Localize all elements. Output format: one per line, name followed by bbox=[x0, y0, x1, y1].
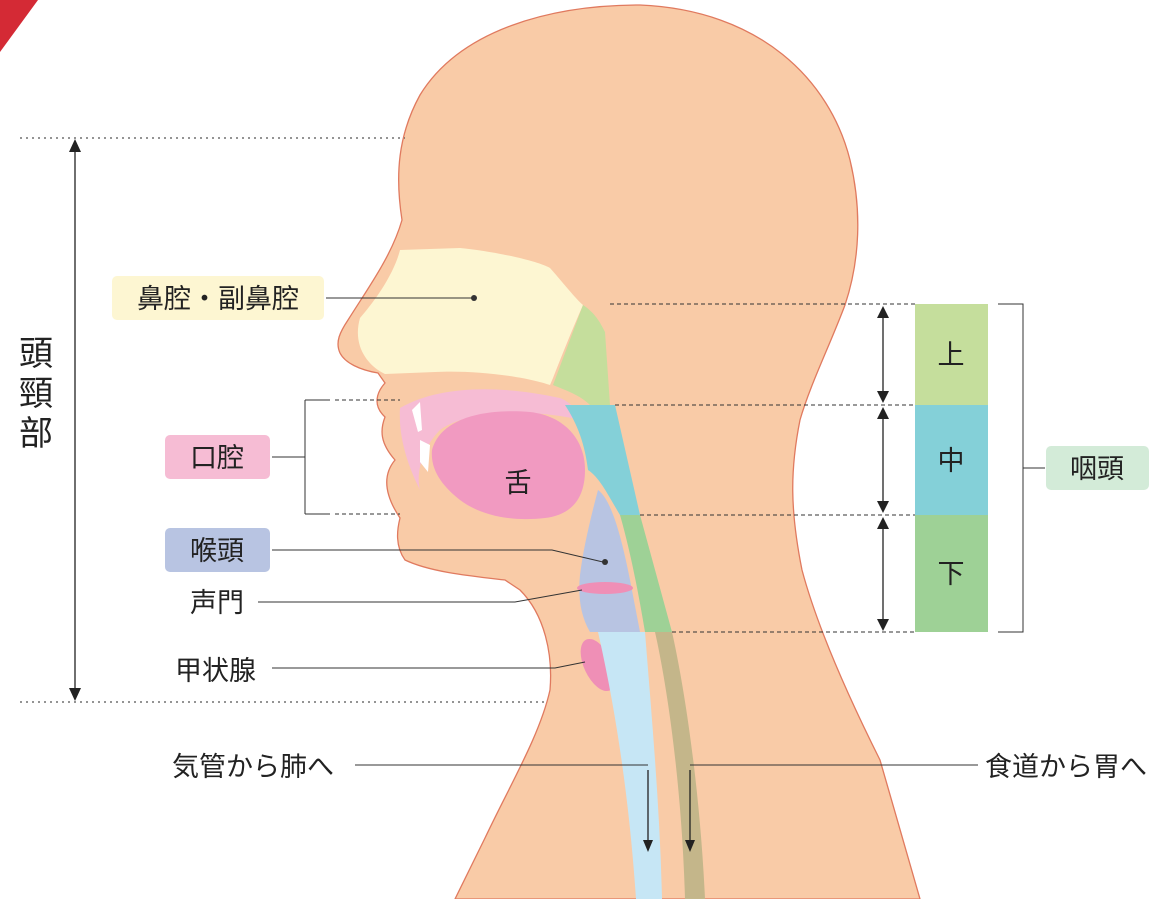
upper-label: 上 bbox=[938, 340, 965, 371]
oral-label: 口腔 bbox=[190, 443, 244, 474]
lower-arrowhead-bottom bbox=[877, 619, 889, 631]
nasal-dot bbox=[471, 295, 477, 301]
head-neck-arrowhead-bottom bbox=[69, 688, 81, 701]
head-neck-label-2: 頸 bbox=[19, 374, 53, 414]
upper-arrowhead-bottom bbox=[877, 391, 889, 403]
corner-accent bbox=[0, 0, 38, 52]
head-neck-label-3: 部 bbox=[19, 414, 53, 454]
upper-arrowhead-top bbox=[877, 306, 889, 318]
glottis bbox=[577, 582, 633, 594]
glottis-label: 声門 bbox=[190, 588, 244, 619]
lower-label: 下 bbox=[938, 559, 965, 590]
esophagus-label: 食道から胃へ bbox=[985, 752, 1147, 783]
pharynx-label: 咽頭 bbox=[1070, 454, 1124, 485]
trachea-label: 気管から肺へ bbox=[172, 752, 334, 783]
oral-bracket bbox=[272, 400, 330, 514]
lower-arrowhead-top bbox=[877, 517, 889, 529]
head-neck-arrowhead-top bbox=[69, 139, 81, 152]
nasal-label: 鼻腔・副鼻腔 bbox=[137, 284, 299, 315]
larynx-label: 喉頭 bbox=[190, 536, 244, 567]
pharynx-bracket bbox=[998, 304, 1045, 632]
thyroid-leader bbox=[272, 662, 585, 668]
tongue-label: 舌 bbox=[505, 468, 532, 499]
middle-arrowhead-bottom bbox=[877, 501, 889, 513]
head-neck-label-1: 頭 bbox=[19, 334, 53, 374]
middle-label: 中 bbox=[938, 446, 965, 477]
thyroid-label: 甲状腺 bbox=[175, 656, 256, 687]
larynx-dot bbox=[602, 559, 608, 565]
middle-arrowhead-top bbox=[877, 407, 889, 419]
